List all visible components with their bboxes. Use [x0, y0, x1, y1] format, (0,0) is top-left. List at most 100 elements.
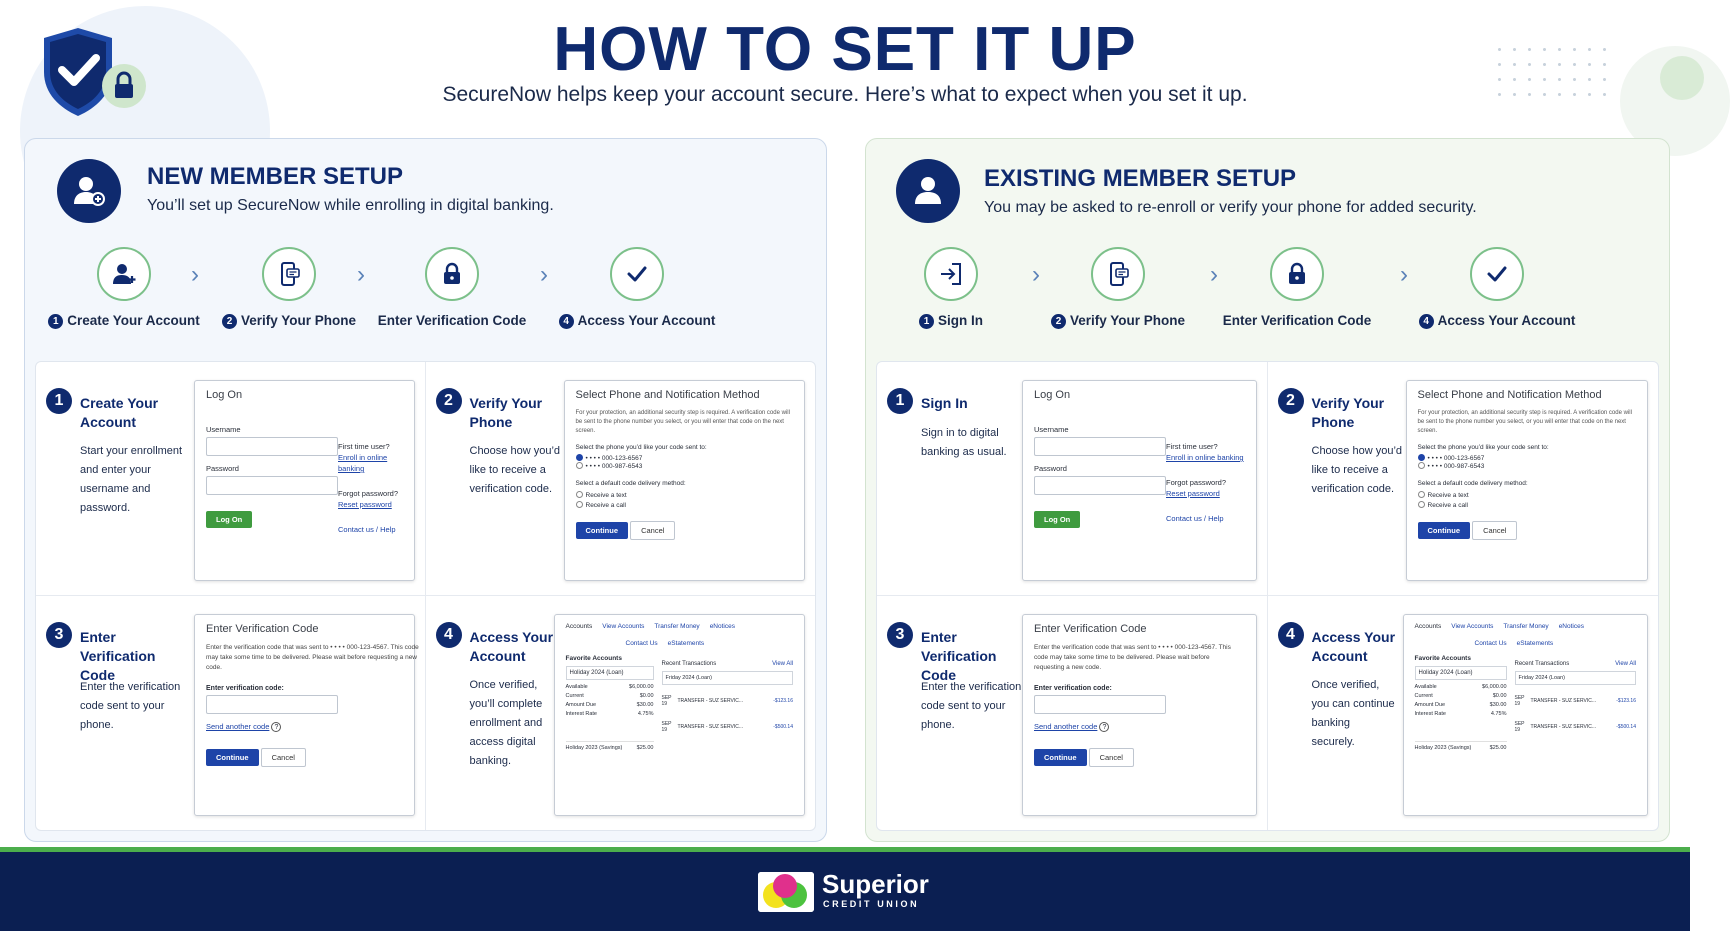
phone-select-label: Select the phone you’d like your code se…: [575, 444, 707, 451]
continue-button[interactable]: Continue: [575, 522, 628, 539]
contact-link[interactable]: Contact us / Help: [338, 525, 396, 534]
cancel-button[interactable]: Cancel: [1472, 521, 1518, 540]
transaction-filter[interactable]: Friday 2024 (Loan): [1514, 671, 1636, 685]
account-select[interactable]: Holiday 2024 (Loan): [1414, 666, 1507, 680]
step-number: 2: [221, 314, 237, 329]
cancel-button[interactable]: Cancel: [630, 521, 676, 540]
radio[interactable]: [1417, 501, 1425, 508]
savings-row[interactable]: Holiday 2023 (Savings)$25.00: [565, 741, 654, 751]
reset-link[interactable]: Reset password: [338, 500, 392, 509]
nav-contact-us[interactable]: Contact Us: [1474, 640, 1507, 647]
verification-code-input[interactable]: [206, 695, 338, 714]
help-icon[interactable]: ?: [1099, 722, 1110, 732]
step-number: 1: [48, 314, 64, 329]
continue-button[interactable]: Continue: [1417, 522, 1470, 539]
phone-option[interactable]: • • • • 000-987-6543: [1417, 462, 1637, 470]
card-access-account: 4 Access Your Account Once verified, you…: [1268, 596, 1659, 830]
radio[interactable]: [1417, 491, 1425, 498]
phone-option[interactable]: • • • • 000-987-6543: [575, 462, 794, 470]
nav-view-accounts[interactable]: View Accounts: [602, 623, 645, 630]
password-label: Password: [206, 464, 239, 473]
brand-name: Superior: [822, 869, 929, 899]
password-input[interactable]: [1034, 476, 1166, 495]
method-option[interactable]: Receive a call: [1417, 501, 1637, 509]
username-input[interactable]: [1034, 437, 1166, 456]
radio[interactable]: [1417, 454, 1425, 461]
row-value: $30.00: [636, 702, 654, 708]
method-option[interactable]: Receive a text: [575, 491, 794, 499]
send-another-link[interactable]: Send another code: [1034, 722, 1098, 731]
nav-transfer-money[interactable]: Transfer Money: [1503, 623, 1549, 630]
chevron-right-icon: ›: [540, 261, 548, 288]
radio[interactable]: [575, 462, 583, 469]
method-option[interactable]: Receive a text: [1417, 491, 1637, 499]
cancel-button[interactable]: Cancel: [1088, 748, 1134, 767]
savings-row[interactable]: Holiday 2023 (Savings)$25.00: [1414, 741, 1507, 751]
verification-code-input[interactable]: [1034, 695, 1166, 714]
account-name: Holiday 2024 (Loan): [569, 670, 624, 676]
account-name: Holiday 2024 (Loan): [1418, 670, 1473, 676]
method-option-label: Receive a text: [1427, 492, 1469, 499]
step-number: 1: [919, 314, 934, 329]
phone-select-screenshot: Select Phone and Notification Method For…: [1405, 380, 1648, 581]
favorite-accounts-heading: Favorite Accounts: [565, 655, 622, 662]
log-on-button[interactable]: Log On: [1034, 511, 1081, 528]
username-label: Username: [206, 425, 241, 434]
continue-button[interactable]: Continue: [1034, 749, 1087, 766]
enroll-link[interactable]: Enroll in online banking: [338, 453, 388, 473]
reset-link[interactable]: Reset password: [1166, 489, 1220, 498]
enroll-link[interactable]: Enroll in online banking: [1166, 453, 1244, 462]
cancel-button[interactable]: Cancel: [260, 748, 306, 767]
continue-button[interactable]: Continue: [206, 749, 259, 766]
log-on-button[interactable]: Log On: [206, 511, 253, 528]
steps-grid: 1 Sign In Sign in to digital banking as …: [876, 361, 1659, 831]
panel-title: EXISTING MEMBER SETUP: [984, 165, 1297, 192]
radio[interactable]: [575, 491, 583, 498]
send-another-link[interactable]: Send another code: [206, 722, 270, 731]
radio[interactable]: [1417, 462, 1425, 469]
nav-contact-us[interactable]: Contact Us: [625, 640, 658, 647]
accounts-tab[interactable]: Accounts: [1414, 623, 1442, 630]
help-icon[interactable]: ?: [271, 722, 282, 732]
nav-view-accounts[interactable]: View Accounts: [1451, 623, 1494, 630]
nav-estatements[interactable]: eStatements: [667, 640, 705, 647]
phone-select-screenshot: Select Phone and Notification Method For…: [563, 380, 805, 581]
step-number: 4: [1418, 314, 1434, 329]
username-input[interactable]: [206, 437, 338, 456]
phone-intro: For your protection, an additional secur…: [1417, 410, 1632, 434]
transaction-filter[interactable]: Friday 2024 (Loan): [661, 671, 793, 685]
card-enter-code: 3 Enter Verification Code Enter the veri…: [36, 596, 426, 830]
first-time-label: First time user?: [338, 442, 390, 451]
transaction-amount: -$500.14: [1616, 724, 1636, 730]
page-header: HOW TO SET IT UP SecureNow helps keep yo…: [0, 0, 1730, 256]
phone-option[interactable]: • • • • 000-123-6567: [575, 454, 794, 462]
password-label: Password: [1034, 464, 1067, 473]
view-all-link[interactable]: View All: [772, 661, 793, 667]
user-add-icon: [57, 159, 121, 223]
account-select[interactable]: Holiday 2024 (Loan): [565, 666, 654, 680]
contact-link[interactable]: Contact us / Help: [1166, 514, 1224, 523]
nav-enotices[interactable]: eNotices: [1558, 623, 1584, 630]
method-option[interactable]: Receive a call: [575, 501, 794, 509]
password-input[interactable]: [206, 476, 338, 495]
accounts-tab[interactable]: Accounts: [565, 623, 593, 630]
row-label: Amount Due: [1414, 702, 1446, 708]
verify-code-screenshot: Enter Verification Code Enter the verifi…: [194, 614, 419, 816]
phone-option[interactable]: • • • • 000-123-6567: [1417, 454, 1637, 462]
logon-title: Log On: [206, 389, 243, 401]
nav-transfer-money[interactable]: Transfer Money: [654, 623, 700, 630]
phone-option-label: • • • • 000-123-6567: [585, 455, 643, 462]
view-all-link[interactable]: View All: [1615, 661, 1636, 667]
radio[interactable]: [575, 501, 583, 508]
nav-enotices[interactable]: eNotices: [709, 623, 735, 630]
favorite-accounts-heading: Favorite Accounts: [1414, 655, 1471, 662]
radio[interactable]: [575, 454, 583, 461]
nav-estatements[interactable]: eStatements: [1516, 640, 1554, 647]
footer: Superior CREDIT UNION: [0, 847, 1690, 931]
